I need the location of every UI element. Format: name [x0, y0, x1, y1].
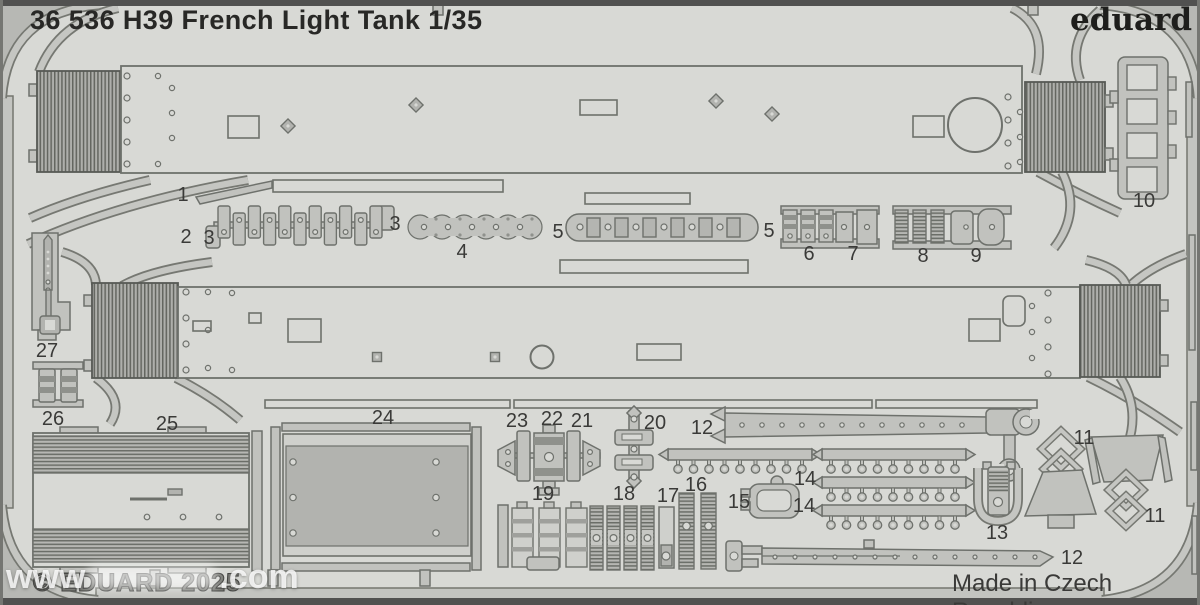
- part-18-bars: [589, 505, 655, 571]
- part-2-middle-fender: [83, 259, 1169, 379]
- part-label-13: 13: [986, 522, 1008, 544]
- ribbed-end-right: [1024, 81, 1106, 173]
- part-label-27: 27: [36, 340, 58, 362]
- part-label-10: 10: [1133, 190, 1155, 212]
- part-14-toothed-strips: [657, 447, 977, 530]
- part-1-top-fender: [28, 2, 1114, 205]
- part-20-bracket: [614, 404, 654, 490]
- part-label-1: 1: [177, 184, 188, 206]
- part-label-21: 21: [571, 410, 593, 432]
- part-11-bracket-right: [1084, 434, 1173, 532]
- part-label-5b: 5: [763, 220, 774, 242]
- part-10-ladder-frame: [1109, 56, 1177, 200]
- watermark-prefix: www: [6, 558, 86, 596]
- made-in-text: Made in Czech Republic: [952, 570, 1113, 605]
- part-15-frame: [740, 475, 800, 519]
- part-label-19: 19: [532, 483, 554, 505]
- part-11-bracket-left: [1023, 425, 1098, 529]
- part-24-plate: [270, 422, 482, 572]
- part-label-7: 7: [847, 243, 858, 265]
- part-label-3a: 3: [203, 227, 214, 249]
- part-label-8: 8: [917, 245, 928, 267]
- part-number-labels: 1 2 3 3 4 5 5 6 7 8 9 10 11 11 12 12 13 …: [36, 184, 1166, 569]
- part-label-11b: 11: [1145, 505, 1166, 527]
- parts-23-22-21-cluster: [497, 424, 601, 496]
- ribbed-end-left: [91, 282, 179, 379]
- part-label-5a: 5: [552, 221, 563, 243]
- part-27-tool: [31, 232, 71, 341]
- part-13-insert: [973, 461, 1023, 527]
- part-12-bottom-strip: [725, 539, 1055, 572]
- part-label-22: 22: [541, 408, 563, 430]
- part-label-15: 15: [728, 491, 750, 513]
- part-label-17: 17: [657, 485, 679, 507]
- part-label-12a: 12: [691, 417, 713, 439]
- sheet-title: 36 536 H39 French Light Tank 1/35: [30, 5, 483, 35]
- part-label-2: 2: [180, 226, 191, 248]
- part-label-14a: 14: [794, 468, 816, 490]
- eduard-logo: eduard: [1070, 2, 1193, 38]
- part-17-bar: [658, 506, 675, 569]
- part-3-comb-strip: [205, 205, 395, 249]
- part-label-11a: 11: [1074, 427, 1095, 449]
- sprue-arcs: [25, 3, 1188, 446]
- part-4-chain-strip: [407, 214, 543, 240]
- part-label-16: 16: [685, 474, 707, 496]
- part-label-6: 6: [803, 243, 814, 265]
- part-12-top-strip: [709, 405, 1040, 482]
- parts-8-9-cluster: [892, 205, 1012, 250]
- part-label-20: 20: [644, 412, 666, 434]
- sprue-rails: [264, 399, 1038, 409]
- part-label-3b: 3: [389, 213, 400, 235]
- part-label-18: 18: [613, 483, 635, 505]
- part-label-25: 25: [156, 413, 178, 435]
- parts-6-7-cluster: [780, 205, 880, 249]
- ribbed-end-left: [36, 70, 122, 173]
- part-label-4: 4: [456, 241, 467, 263]
- part-label-23: 23: [506, 410, 528, 432]
- part-label-24: 24: [372, 407, 394, 429]
- part-16-bars: [678, 492, 717, 570]
- watermark-obscured-text: [88, 566, 217, 589]
- part-26-pair: [32, 361, 84, 408]
- part-label-26: 26: [42, 408, 64, 430]
- part-label-9: 9: [970, 245, 981, 267]
- part-label-14b: 14: [793, 495, 815, 517]
- watermark-suffix: .com: [219, 558, 299, 596]
- part-25-plate: [32, 426, 263, 574]
- part-label-12b: 12: [1061, 547, 1083, 569]
- ribbed-end-right: [1079, 284, 1161, 378]
- part-5-link-strip: [565, 213, 759, 242]
- part-19-bars: [497, 501, 588, 571]
- retailer-watermark: www .com: [6, 558, 299, 597]
